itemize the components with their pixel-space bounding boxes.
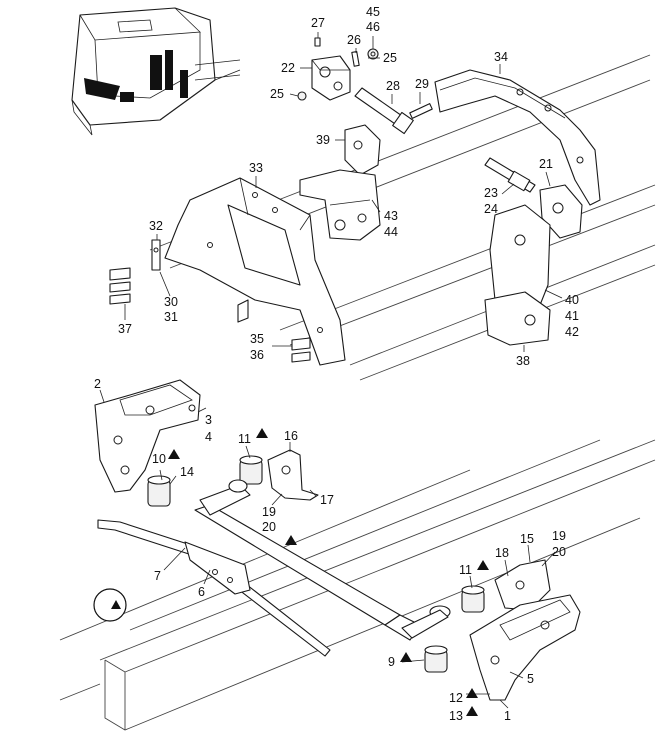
callout-18: 18 xyxy=(495,546,509,560)
callout-2: 2 xyxy=(94,377,101,391)
callout-28: 28 xyxy=(386,79,400,93)
damper-23-24 xyxy=(484,157,536,193)
leader-lines xyxy=(99,32,563,709)
bush-14 xyxy=(147,475,171,507)
anti-roll-bar xyxy=(194,479,451,641)
callout-11: 11 xyxy=(459,563,472,577)
callout-20: 20 xyxy=(552,545,566,559)
callout-43: 43 xyxy=(384,209,398,223)
triangle-marker-icon xyxy=(285,535,297,545)
pin-26 xyxy=(351,51,360,67)
damper-28 xyxy=(354,87,414,135)
callout-25: 25 xyxy=(383,51,397,65)
shims-35-36 xyxy=(291,337,311,363)
bush-11-upper xyxy=(239,455,263,485)
callout-4: 4 xyxy=(205,430,212,444)
bracket-22 xyxy=(311,55,351,101)
bolt-45-46 xyxy=(367,48,379,60)
callout-15: 15 xyxy=(520,532,534,546)
callout-22: 22 xyxy=(281,61,295,75)
callout-34: 34 xyxy=(494,50,508,64)
bracket-43-44 xyxy=(299,169,381,241)
triangle-marker-icon xyxy=(256,428,268,438)
bracket-2 xyxy=(94,379,201,493)
callout-25: 25 xyxy=(270,87,284,101)
shims-37 xyxy=(109,267,131,305)
callout-13: 13 xyxy=(449,709,463,723)
callout-5: 5 xyxy=(527,672,534,686)
callout-31: 31 xyxy=(164,310,178,324)
bush-11-lower xyxy=(461,585,485,613)
front-frame-33 xyxy=(164,177,346,366)
callout-24: 24 xyxy=(484,202,498,216)
triangle-marker-icon xyxy=(400,652,412,662)
callout-35: 35 xyxy=(250,332,264,346)
bracket-5 xyxy=(469,594,581,701)
triangle-marker-icon xyxy=(111,600,121,609)
callout-40: 40 xyxy=(565,293,579,307)
triangle-markers xyxy=(168,428,489,716)
callout-41: 41 xyxy=(565,309,579,323)
triangle-marker-icon xyxy=(466,688,478,698)
washer-25 xyxy=(297,91,307,101)
cross-member-34 xyxy=(434,69,601,206)
callout-1: 1 xyxy=(504,709,511,723)
callout-7: 7 xyxy=(154,569,161,583)
callout-20: 20 xyxy=(262,520,276,534)
callout-17: 17 xyxy=(320,493,334,507)
callout-33: 33 xyxy=(249,161,263,175)
callout-36: 36 xyxy=(250,348,264,362)
callout-23: 23 xyxy=(484,186,498,200)
callout-39: 39 xyxy=(316,133,330,147)
callout-16: 16 xyxy=(284,429,298,443)
bush-9 xyxy=(424,645,448,673)
callout-38: 38 xyxy=(516,354,530,368)
callout-19: 19 xyxy=(552,529,566,543)
callout-11: 11 xyxy=(238,432,251,446)
callout-30: 30 xyxy=(164,295,178,309)
callout-32: 32 xyxy=(149,219,163,233)
callout-labels: 27 45 46 26 25 22 25 28 29 34 39 33 21 2… xyxy=(94,5,579,723)
callout-6: 6 xyxy=(198,585,205,599)
mount-40-42 xyxy=(484,204,551,346)
triangle-marker-icon xyxy=(477,560,489,570)
callout-12: 12 xyxy=(449,691,463,705)
callout-27: 27 xyxy=(311,16,325,30)
callout-9: 9 xyxy=(388,655,395,669)
circle-callout-8 xyxy=(93,588,127,622)
cab-thumbnail xyxy=(71,7,241,136)
callout-14: 14 xyxy=(180,465,194,479)
triangle-marker-icon xyxy=(168,449,180,459)
pin-29 xyxy=(409,103,433,119)
callout-42: 42 xyxy=(565,325,579,339)
callout-19: 19 xyxy=(262,505,276,519)
callout-3: 3 xyxy=(205,413,212,427)
tie-rod-6-7 xyxy=(97,519,331,657)
callout-10: 10 xyxy=(152,452,166,466)
clip-frame xyxy=(237,299,249,323)
callout-44: 44 xyxy=(384,225,398,239)
bracket-39 xyxy=(344,124,381,176)
link-16-17 xyxy=(267,449,319,501)
callout-21: 21 xyxy=(539,157,553,171)
callout-26: 26 xyxy=(347,33,361,47)
callout-37: 37 xyxy=(118,322,132,336)
callout-45: 45 xyxy=(366,5,380,19)
triangle-marker-icon xyxy=(466,706,478,716)
callout-46: 46 xyxy=(366,20,380,34)
screw-27 xyxy=(314,37,321,47)
clip-32 xyxy=(151,239,161,271)
bracket-15-18 xyxy=(494,559,551,611)
callout-29: 29 xyxy=(415,77,429,91)
